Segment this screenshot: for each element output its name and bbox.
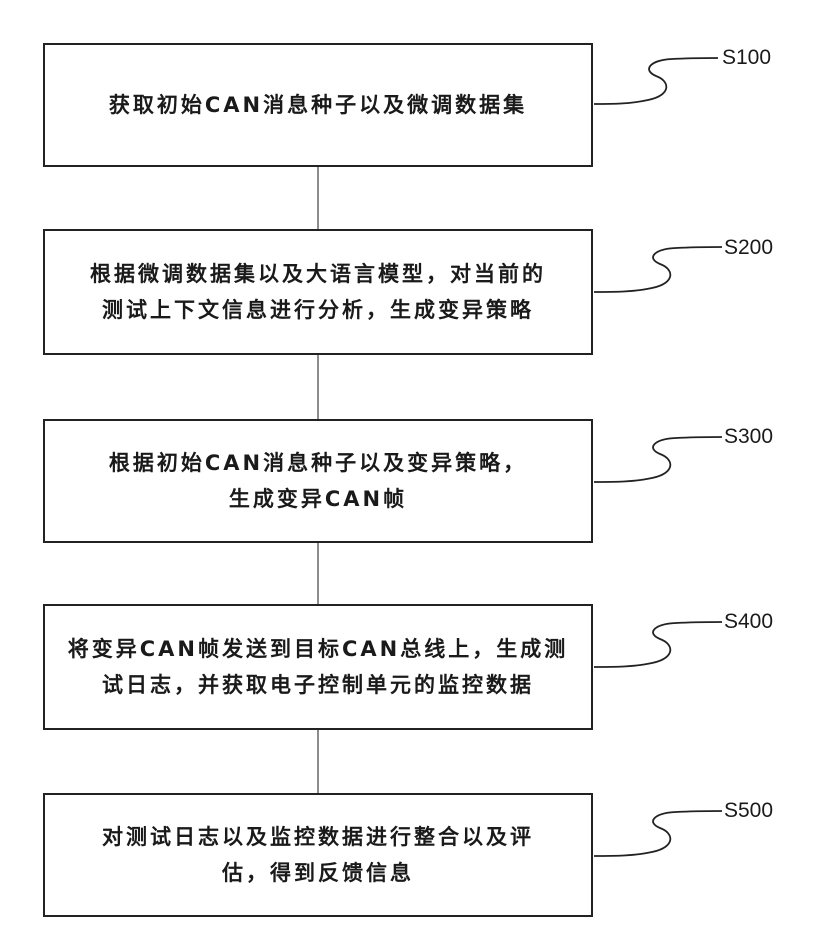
leader-line-s200 [594, 247, 722, 292]
leader-line-s500 [594, 811, 722, 856]
step-box-s500: 对测试日志以及监控数据进行整合以及评 估，得到反馈信息 [43, 793, 593, 917]
step-text-s100: 获取初始CAN消息种子以及微调数据集 [109, 87, 527, 123]
step-text-s300: 根据初始CAN消息种子以及变异策略， 生成变异CAN帧 [109, 445, 527, 517]
step-text-s500: 对测试日志以及监控数据进行整合以及评 估，得到反馈信息 [102, 819, 534, 891]
leader-line-s300 [594, 437, 722, 482]
step-text-s400: 将变异CAN帧发送到目标CAN总线上，生成测 试日志，并获取电子控制单元的监控数… [68, 631, 568, 703]
leader-line-s100 [594, 58, 718, 104]
step-box-s200: 根据微调数据集以及大语言模型，对当前的 测试上下文信息进行分析，生成变异策略 [43, 229, 593, 355]
step-box-s400: 将变异CAN帧发送到目标CAN总线上，生成测 试日志，并获取电子控制单元的监控数… [43, 604, 593, 730]
step-box-s100: 获取初始CAN消息种子以及微调数据集 [43, 43, 593, 167]
step-box-s300: 根据初始CAN消息种子以及变异策略， 生成变异CAN帧 [43, 419, 593, 543]
step-label-s100: S100 [722, 46, 771, 70]
step-text-s200: 根据微调数据集以及大语言模型，对当前的 测试上下文信息进行分析，生成变异策略 [90, 256, 546, 328]
step-label-s500: S500 [724, 799, 773, 823]
leader-line-s400 [594, 622, 722, 667]
step-label-s300: S300 [724, 425, 773, 449]
step-label-s200: S200 [724, 236, 773, 260]
step-label-s400: S400 [724, 610, 773, 634]
